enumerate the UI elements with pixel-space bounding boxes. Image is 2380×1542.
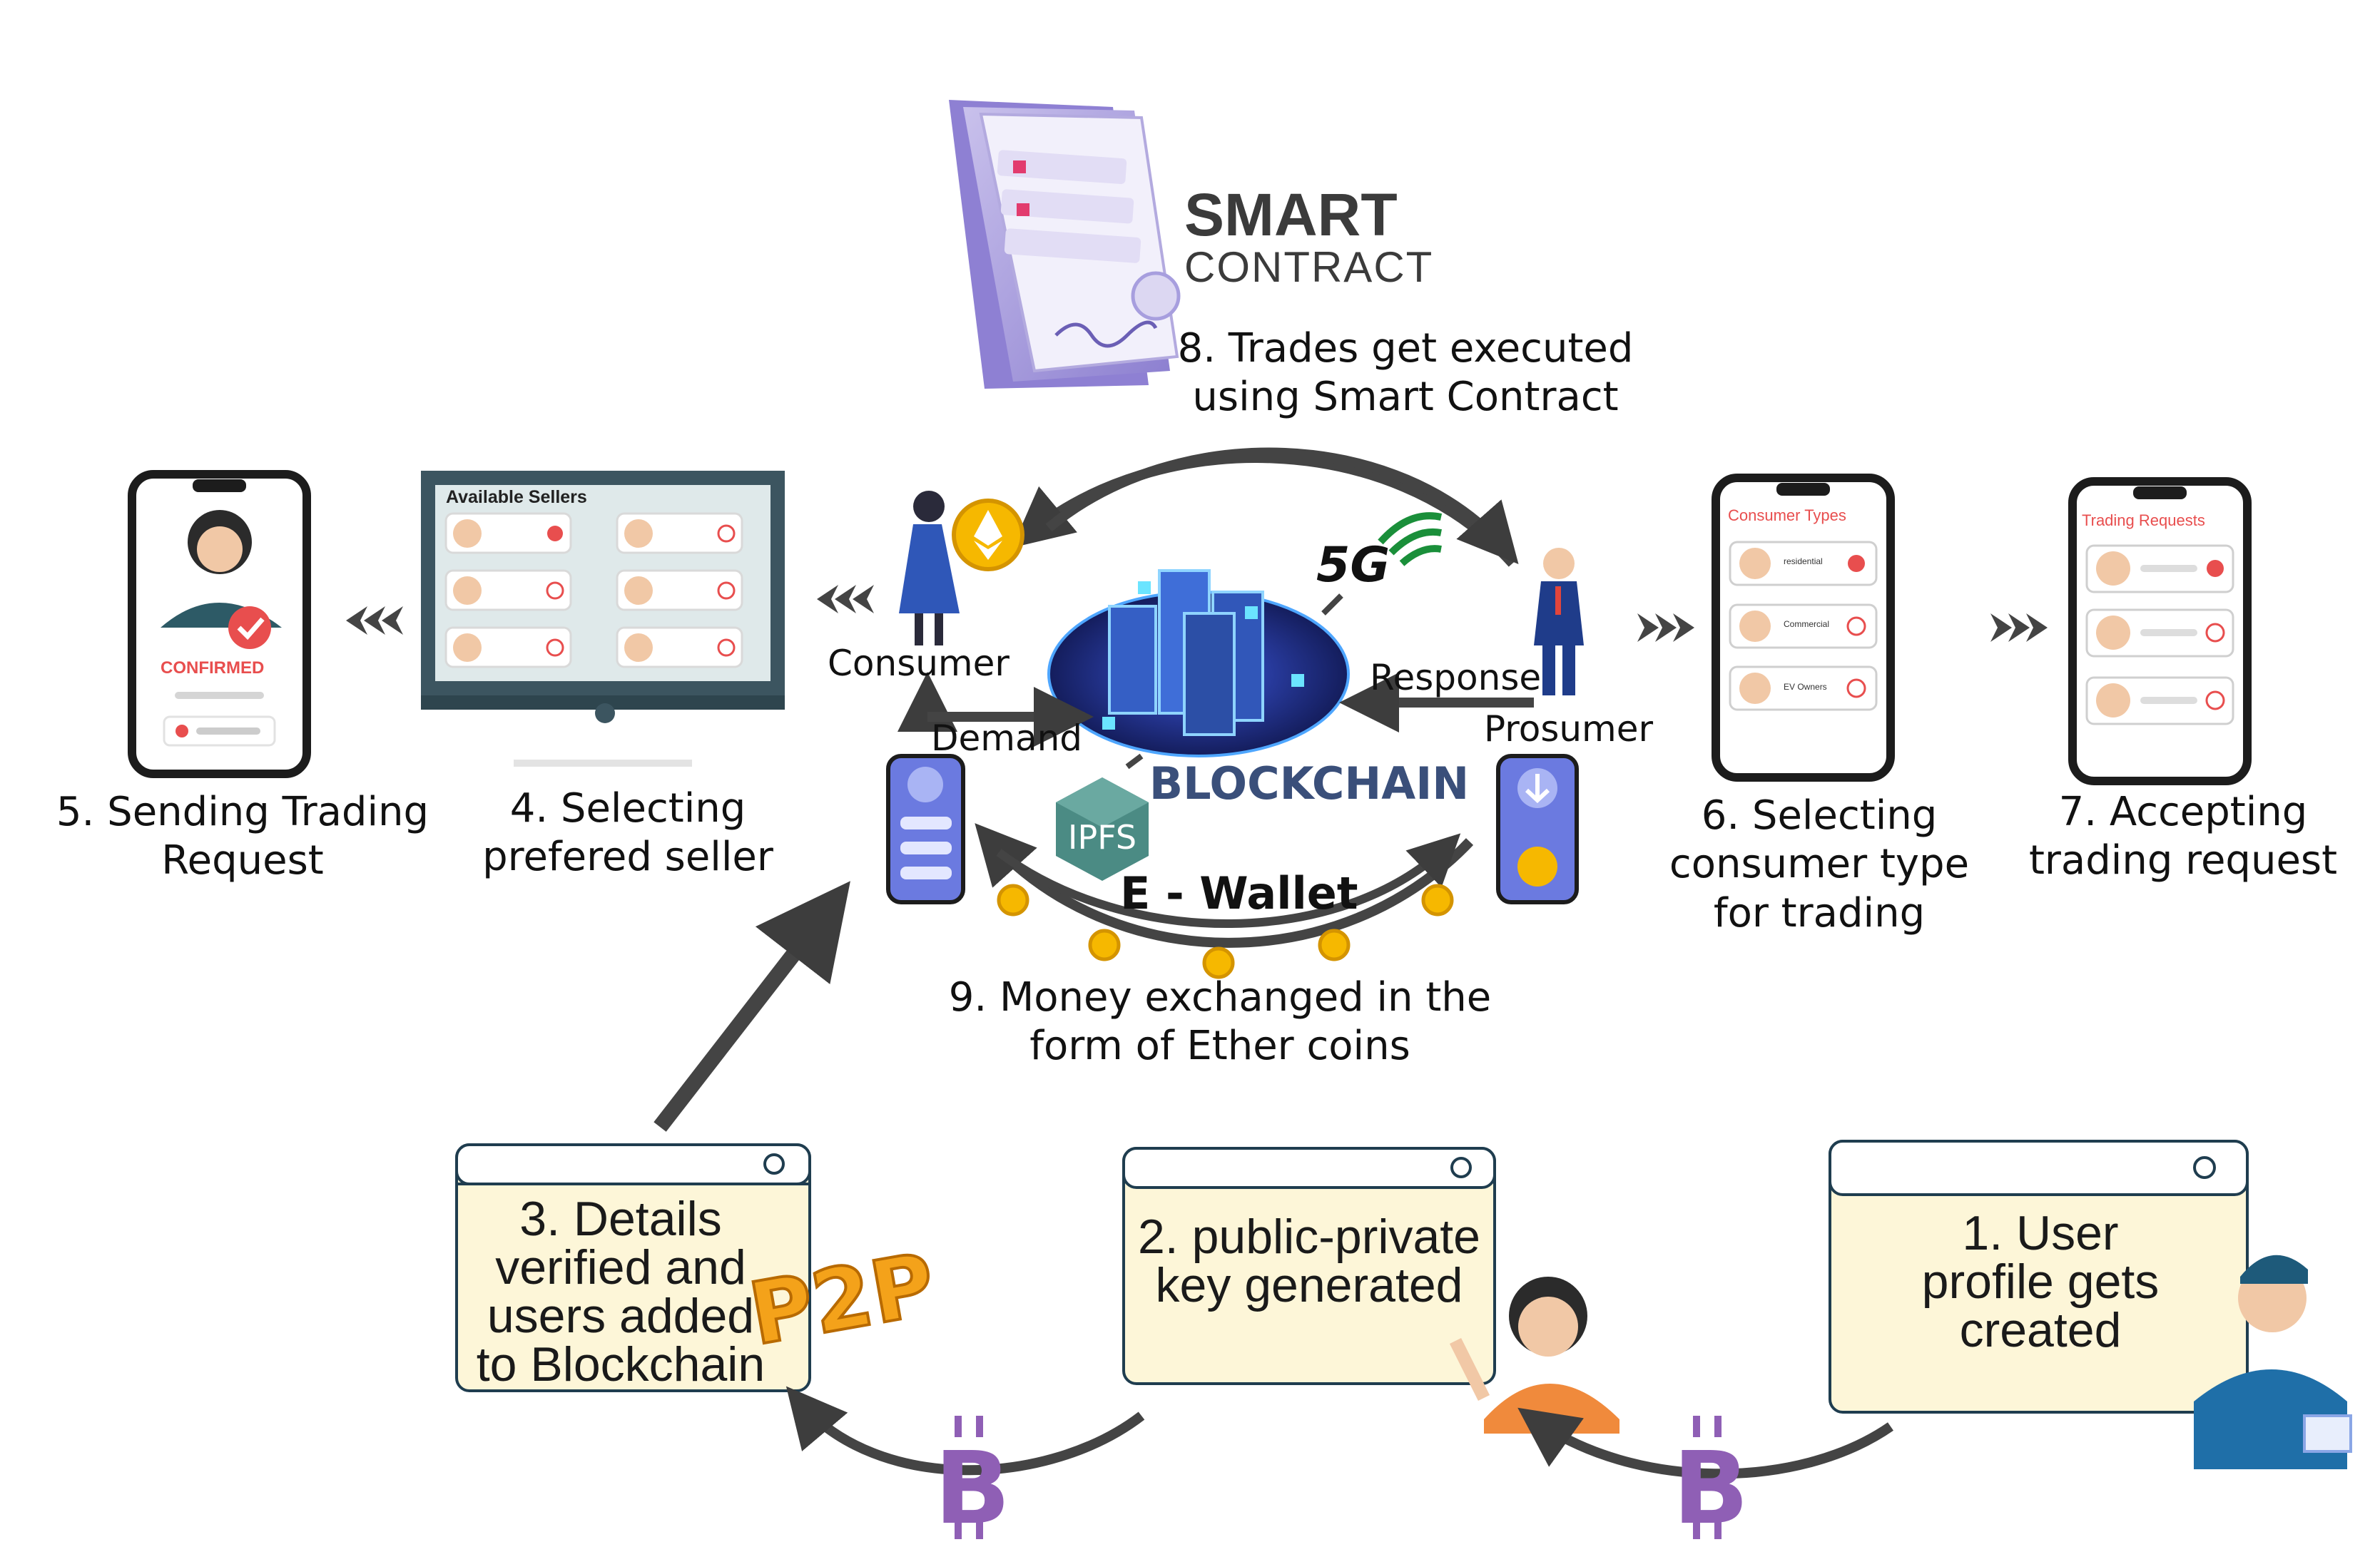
ether-coin-icon: [1088, 929, 1121, 961]
ewallet-label: E - Wallet: [1120, 867, 1358, 919]
consumer-type-item: Commercial: [1784, 619, 1830, 629]
ether-coin-icon: [1202, 946, 1235, 979]
wallet-phone-left-icon: [886, 754, 965, 904]
ether-coin-icon: [997, 884, 1029, 916]
ether-coin-icon: [1421, 884, 1454, 916]
chevron-right-icon: [1637, 613, 1694, 642]
step3-label: 3. Details verified and users added to B…: [476, 1192, 766, 1392]
bitcoin-icon: B: [935, 1416, 1011, 1542]
svg-text:IPFS: IPFS: [1068, 818, 1136, 857]
available-sellers-title: Available Sellers: [446, 487, 587, 507]
step5-label: 5. Sending Trading Request: [56, 789, 429, 884]
consumer-types-phone: [1712, 474, 1895, 782]
smart-contract-title-1: SMART: [1184, 181, 1398, 248]
signal-5g-icon: 5G: [1316, 512, 1443, 616]
server-blockchain-icon: [1047, 569, 1350, 757]
ipfs-cube-icon: IPFS: [1056, 753, 1149, 881]
confirmed-phone: [128, 470, 311, 778]
available-sellers-monitor: [421, 471, 785, 767]
chevron-left-icon: [346, 606, 403, 635]
step1-box: [1829, 1140, 2249, 1414]
ether-coin-icon: [952, 499, 1024, 571]
consumer-types-title: Consumer Types: [1728, 506, 1846, 524]
step4-label: 4. Selecting prefered seller: [482, 785, 773, 881]
ether-coin-icon: [1318, 929, 1351, 961]
blockchain-label: BLOCKCHAIN: [1149, 757, 1469, 810]
svg-text:B: B: [935, 1431, 1011, 1542]
trade-arrow-right: [1045, 447, 1519, 564]
confirmed-text: CONFIRMED: [161, 658, 265, 678]
step9-label: 9. Money exchanged in the form of Ether …: [948, 974, 1492, 1070]
wallet-phone-right-icon: [1496, 754, 1579, 904]
prosumer-label: Prosumer: [1484, 708, 1654, 750]
ewallet-arrow-right: [996, 833, 1461, 928]
bottom-arrow-1-to-2: [1517, 1407, 1893, 1479]
bitcoin-icon: B: [1673, 1416, 1749, 1542]
smart-contract-title-2: CONTRACT: [1184, 243, 1433, 291]
response-label: Response: [1370, 657, 1542, 698]
consumer-type-item: EV Owners: [1784, 682, 1827, 692]
step3-box: [455, 1143, 811, 1392]
chevron-left-icon: [817, 585, 874, 613]
step2-box: [1122, 1147, 1496, 1385]
man-figure-icon: [2194, 1255, 2352, 1469]
ewallet-arrow-left: [975, 823, 1474, 948]
smart-contract-document-icon: [949, 100, 1181, 389]
trading-requests-phone: [2068, 477, 2252, 785]
consumer-label: Consumer: [828, 643, 1010, 684]
svg-text:5G: 5G: [1316, 537, 1390, 593]
ether-coins-row: [997, 884, 1454, 979]
consumer-figure-icon: [899, 491, 960, 645]
up-arrow: [654, 881, 850, 1132]
step6-label: 6. Selecting consumer type for trading: [1669, 792, 1970, 936]
step1-label: 1. User profile gets created: [1921, 1206, 2160, 1357]
trading-requests-title: Trading Requests: [2082, 511, 2205, 529]
prosumer-figure-icon: [1534, 548, 1584, 695]
chevron-right-icon: [1990, 613, 2048, 642]
consumer-type-item: residential: [1784, 556, 1823, 566]
step8-label: 8. Trades get executed using Smart Contr…: [1177, 325, 1634, 421]
step7-label: 7. Accepting trading request: [2028, 789, 2338, 884]
bottom-arrow-2-to-3: [785, 1386, 1145, 1476]
demand-label: Demand: [931, 718, 1083, 759]
step2-label: 2. public-private key generated: [1137, 1210, 1481, 1312]
svg-text:B: B: [1673, 1431, 1749, 1542]
